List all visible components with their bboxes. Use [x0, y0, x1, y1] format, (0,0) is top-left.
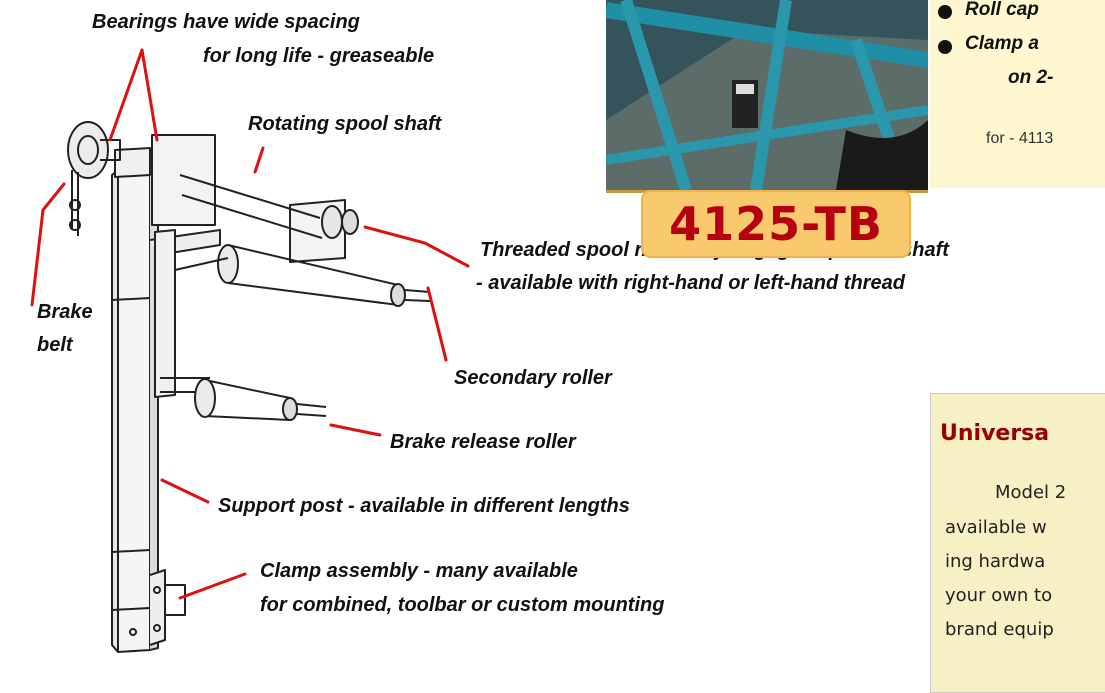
feature-item-1: Roll cap — [965, 0, 1039, 20]
brake-belt-label-line1: Brake — [37, 301, 93, 323]
bearings-label-line1: Bearings have wide spacing — [92, 11, 360, 33]
rotating-spool-label: Rotating spool shaft — [248, 113, 442, 135]
bearings-label-line2: for long life - greaseable — [203, 45, 435, 67]
universal-box: Universa Model 2 available w ing hardwa … — [930, 393, 1105, 693]
product-photo — [606, 0, 928, 193]
feature-item-2-line2: on 2- — [1008, 67, 1054, 88]
clamp-label-line1: Clamp assembly - many available — [260, 560, 578, 582]
brake-release-roller-label: Brake release roller — [390, 431, 576, 453]
universal-text-line: brand equip — [945, 619, 1054, 640]
threaded-nut-label-line2: - available with right-hand or left-hand… — [476, 272, 905, 294]
model-badge: 4125-TB — [641, 190, 911, 258]
universal-text-line: ing hardwa — [945, 551, 1046, 572]
photo-illustration — [606, 0, 928, 190]
secondary-roller-label: Secondary roller — [454, 367, 612, 389]
brake-belt-label-line2: belt — [37, 334, 73, 356]
model-badge-text: 4125-TB — [669, 197, 883, 251]
clamp-label-line2: for combined, toolbar or custom mounting — [260, 594, 665, 616]
support-post-label: Support post - available in different le… — [218, 495, 630, 517]
features-box: Roll cap Clamp a on 2- for - 4113 — [930, 0, 1105, 188]
universal-text-line: your own to — [945, 585, 1053, 606]
bullet-icon — [938, 5, 952, 19]
universal-text-line: available w — [945, 517, 1047, 538]
universal-text-line: Model 2 — [995, 482, 1067, 503]
universal-title: Universa — [940, 421, 1050, 446]
feature-note: for - 4113 — [986, 130, 1054, 147]
bearing-assembly-illustration — [30, 48, 470, 653]
bullet-icon — [938, 40, 952, 54]
feature-item-2-line1: Clamp a — [965, 33, 1039, 54]
